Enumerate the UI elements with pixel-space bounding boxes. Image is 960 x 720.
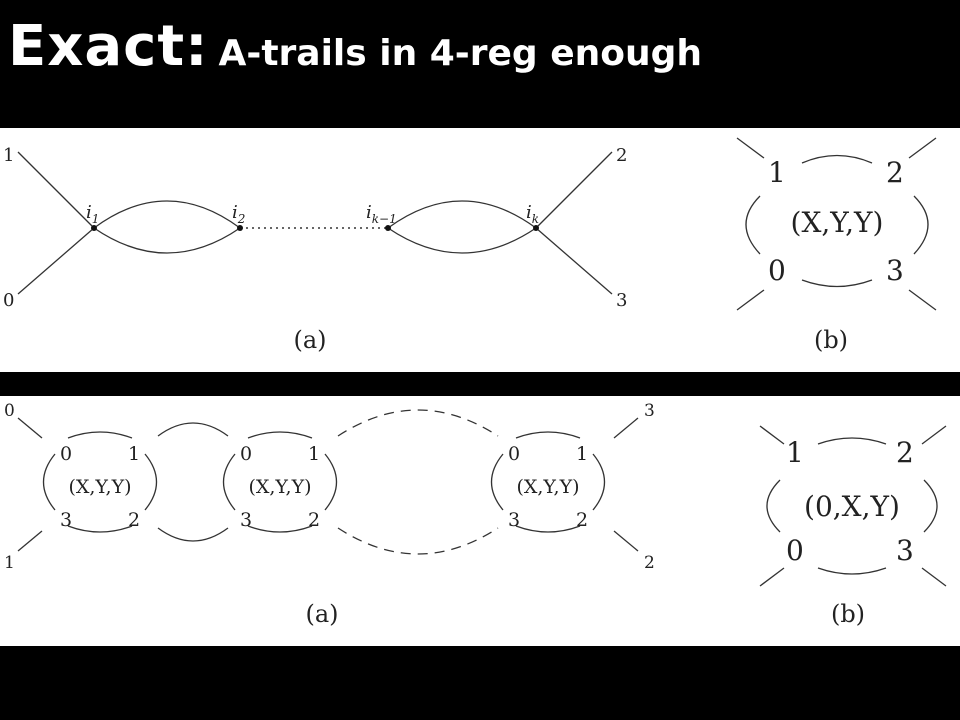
g2-label-0: 0	[240, 443, 252, 465]
vertex-ik	[533, 225, 539, 231]
chain-end-2: 2	[644, 553, 655, 573]
g2-arc-bottom	[247, 525, 313, 533]
stub-bottom-right	[908, 289, 937, 311]
figure-top-svg: 1 0 2 3 i1 i2 ik−1 ik (a) 1 2 0 3 (X,Y,Y…	[3, 137, 937, 354]
b-arc-left	[766, 479, 781, 533]
figure-top-panel: 1 0 2 3 i1 i2 ik−1 ik (a) 1 2 0 3 (X,Y,Y…	[0, 128, 960, 372]
arc-top	[801, 154, 873, 164]
g3-arc-top	[515, 431, 581, 439]
g2-arc-left	[222, 453, 236, 511]
caption-a-top: (a)	[293, 326, 326, 354]
edge-3	[535, 227, 613, 295]
stub-0	[17, 417, 43, 439]
gadget-center-label: (X,Y,Y)	[791, 206, 884, 239]
stub-bottom-left	[736, 289, 765, 311]
g1-label-0: 0	[60, 443, 72, 465]
b-center-label: (0,X,Y)	[804, 490, 900, 523]
g3-arc-left	[490, 453, 504, 511]
caption-b-top: (b)	[814, 326, 848, 354]
stub-1	[17, 530, 43, 552]
conn-12-bottom	[157, 527, 229, 542]
slide-title: Exact:A-trails in 4-reg enough	[8, 14, 702, 79]
arc-left	[745, 195, 761, 255]
arc-upper-2	[387, 200, 537, 229]
g1-label-3: 3	[60, 509, 72, 531]
arc-lower-1	[93, 227, 241, 254]
vertex-ik-1	[385, 225, 391, 231]
edge-0	[17, 227, 95, 295]
vertex-label-i1: i1	[86, 202, 99, 226]
stub-2	[613, 530, 639, 552]
g3-arc-right	[592, 453, 606, 511]
b-corner-label-3: 3	[896, 534, 914, 567]
chain-end-0: 0	[4, 401, 15, 421]
b-arc-top	[817, 437, 887, 445]
g3-label-1: 1	[576, 443, 588, 465]
b-arc-bottom	[817, 567, 887, 575]
stub-b-bottom-left	[759, 567, 785, 587]
arc-right	[913, 195, 929, 255]
g2-label-3: 3	[240, 509, 252, 531]
g1-arc-right	[144, 453, 158, 511]
g3-arc-bottom	[515, 525, 581, 533]
caption-a-bottom: (a)	[305, 600, 338, 628]
arc-upper-1	[93, 200, 241, 229]
chain-end-3: 3	[644, 401, 655, 421]
g1-arc-top	[67, 431, 133, 439]
g3-center: (X,Y,Y)	[516, 476, 579, 498]
g3-label-0: 0	[508, 443, 520, 465]
end-label-0: 0	[3, 290, 14, 311]
edge-1	[17, 151, 95, 229]
caption-b-bottom: (b)	[831, 600, 865, 628]
b-corner-label-0: 0	[786, 534, 804, 567]
vertex-label-ik: ik	[526, 202, 539, 226]
figure-bottom-svg: 0 1 3 2 0 1 3 2 (X,Y,Y) 0 1 3 2 (X,Y,Y) …	[4, 401, 947, 628]
arc-bottom	[801, 279, 873, 288]
stub-3	[613, 417, 639, 439]
arc-lower-2	[387, 227, 537, 254]
conn-12-top	[157, 422, 229, 437]
vertex-label-ik-1: ik−1	[366, 202, 397, 226]
chain-end-1: 1	[4, 553, 15, 573]
stub-b-top-left	[759, 425, 785, 445]
g1-center: (X,Y,Y)	[68, 476, 131, 498]
b-corner-label-2: 2	[896, 436, 914, 469]
corner-label-3: 3	[886, 254, 904, 287]
stub-top-right	[908, 137, 937, 159]
figure-bottom-panel: 0 1 3 2 0 1 3 2 (X,Y,Y) 0 1 3 2 (X,Y,Y) …	[0, 396, 960, 646]
g2-label-2: 2	[308, 509, 320, 531]
g1-label-1: 1	[128, 443, 140, 465]
g2-arc-top	[247, 431, 313, 439]
vertex-label-i2: i2	[232, 202, 245, 226]
end-label-3: 3	[616, 290, 627, 311]
stub-b-bottom-right	[921, 567, 947, 587]
corner-label-2: 2	[886, 156, 904, 189]
g2-label-1: 1	[308, 443, 320, 465]
g3-label-3: 3	[508, 509, 520, 531]
corner-label-1: 1	[768, 156, 786, 189]
vertex-i2	[237, 225, 243, 231]
b-corner-label-1: 1	[786, 436, 804, 469]
corner-label-0: 0	[768, 254, 786, 287]
g2-arc-right	[324, 453, 338, 511]
stub-b-top-right	[921, 425, 947, 445]
g2-center: (X,Y,Y)	[248, 476, 311, 498]
conn-23-bottom	[337, 527, 499, 555]
vertex-i1	[91, 225, 97, 231]
end-label-1: 1	[3, 145, 14, 166]
g1-label-2: 2	[128, 509, 140, 531]
g1-arc-bottom	[67, 525, 133, 533]
edge-2	[535, 151, 613, 229]
g1-arc-left	[42, 453, 56, 511]
b-arc-right	[923, 479, 938, 533]
conn-23-top	[337, 409, 499, 437]
stub-top-left	[736, 137, 765, 159]
title-main: Exact:	[8, 14, 209, 79]
end-label-2: 2	[616, 145, 627, 166]
g3-label-2: 2	[576, 509, 588, 531]
title-subtitle: A-trails in 4-reg enough	[218, 33, 702, 74]
